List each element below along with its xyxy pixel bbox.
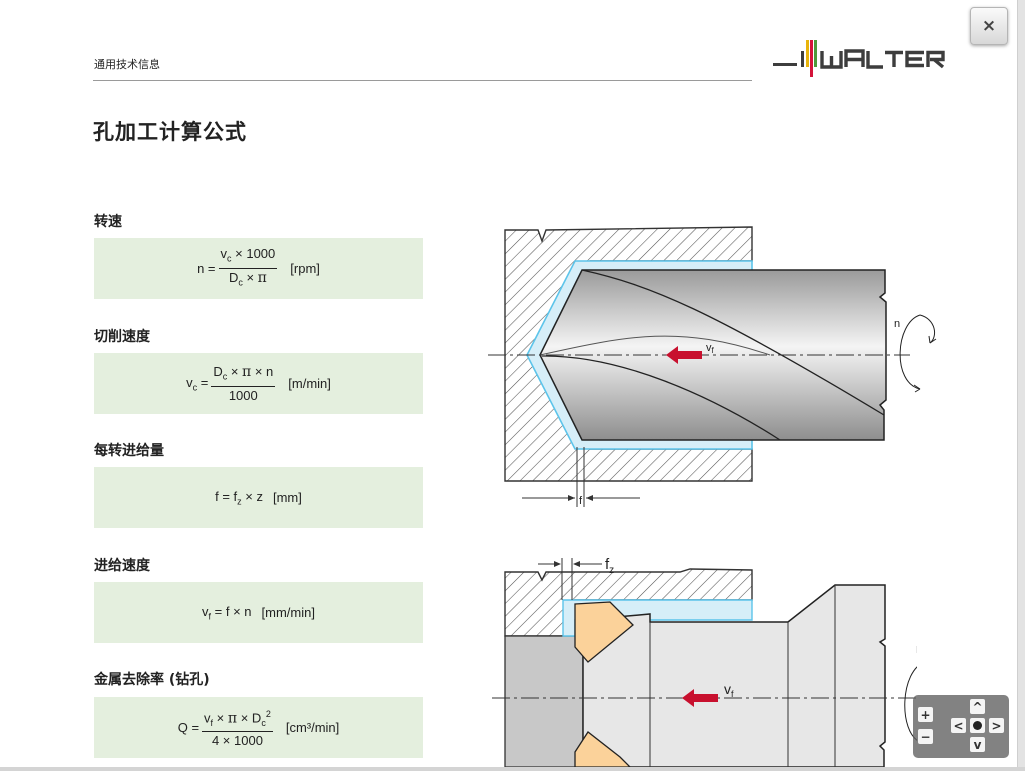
formula-unit: [mm] (272, 490, 302, 505)
walter-logo (773, 40, 945, 77)
formula-unit: [m/min] (288, 376, 331, 391)
rotation-arrow (899, 314, 921, 390)
pan-right-button[interactable]: > (989, 718, 1004, 733)
header-divider (93, 80, 752, 81)
zoom-out-button[interactable]: − (918, 729, 933, 744)
boring-diagram: vf n fz (492, 556, 917, 767)
insert-bottom (574, 731, 631, 767)
window-bottom-edge (0, 767, 1025, 771)
tool-body (582, 584, 886, 767)
feed-per-tooth-label: fz (605, 556, 614, 576)
drill-flute-3 (539, 335, 771, 356)
logo-bar (773, 63, 797, 66)
close-button[interactable]: × (970, 7, 1008, 45)
formula-label-removal-rate: 金属去除率 (钻孔) (94, 672, 210, 688)
formula-label-feed-per-rev: 每转进给量 (94, 443, 164, 459)
logo-stripe-4 (814, 40, 817, 67)
section-label: 通用技术信息 (94, 58, 160, 71)
pan-left-button[interactable]: < (951, 718, 966, 733)
rotation-label: n (916, 641, 917, 656)
window-scroll-edge (1017, 0, 1025, 771)
logo-stripe-2 (806, 40, 809, 67)
formula-unit: [rpm] (290, 261, 320, 276)
drill-flute-2 (541, 355, 781, 441)
feed-label: vf (724, 681, 734, 699)
formula-label-speed: 转速 (94, 214, 122, 230)
rotation-label: n (894, 318, 900, 330)
logo-stripe-3 (810, 40, 813, 77)
pan-center-button[interactable] (970, 718, 985, 733)
formula-box-feed-per-rev: f = fz × z [mm] (94, 467, 423, 528)
drilling-diagram: vf n f (488, 226, 937, 507)
pre-hole (504, 635, 584, 767)
formula-box-feed-speed: vf = f × n [mm/min] (94, 582, 423, 643)
logo-stripe-1 (801, 51, 804, 67)
zoom-in-button[interactable]: + (918, 707, 933, 722)
pan-up-button[interactable]: ^ (970, 699, 985, 714)
formula-label-feed-speed: 进给速度 (94, 558, 150, 574)
feed-arrow (666, 346, 702, 364)
formula-unit: [mm/min] (261, 605, 315, 620)
center-dot-icon (973, 721, 982, 730)
page-title: 孔加工计算公式 (93, 120, 247, 144)
pan-down-button[interactable]: v (970, 737, 985, 752)
drill-flute-1 (581, 269, 885, 416)
feed-label: vf (706, 342, 715, 355)
feed-arrow (682, 689, 718, 707)
formula-unit: [cm³/min] (285, 720, 340, 735)
formula-label-cutting-speed: 切削速度 (94, 329, 150, 345)
navigation-control: + − ^ < > v (913, 695, 1009, 758)
feed-per-rev-label: f (579, 495, 583, 507)
insert-top (574, 601, 634, 663)
